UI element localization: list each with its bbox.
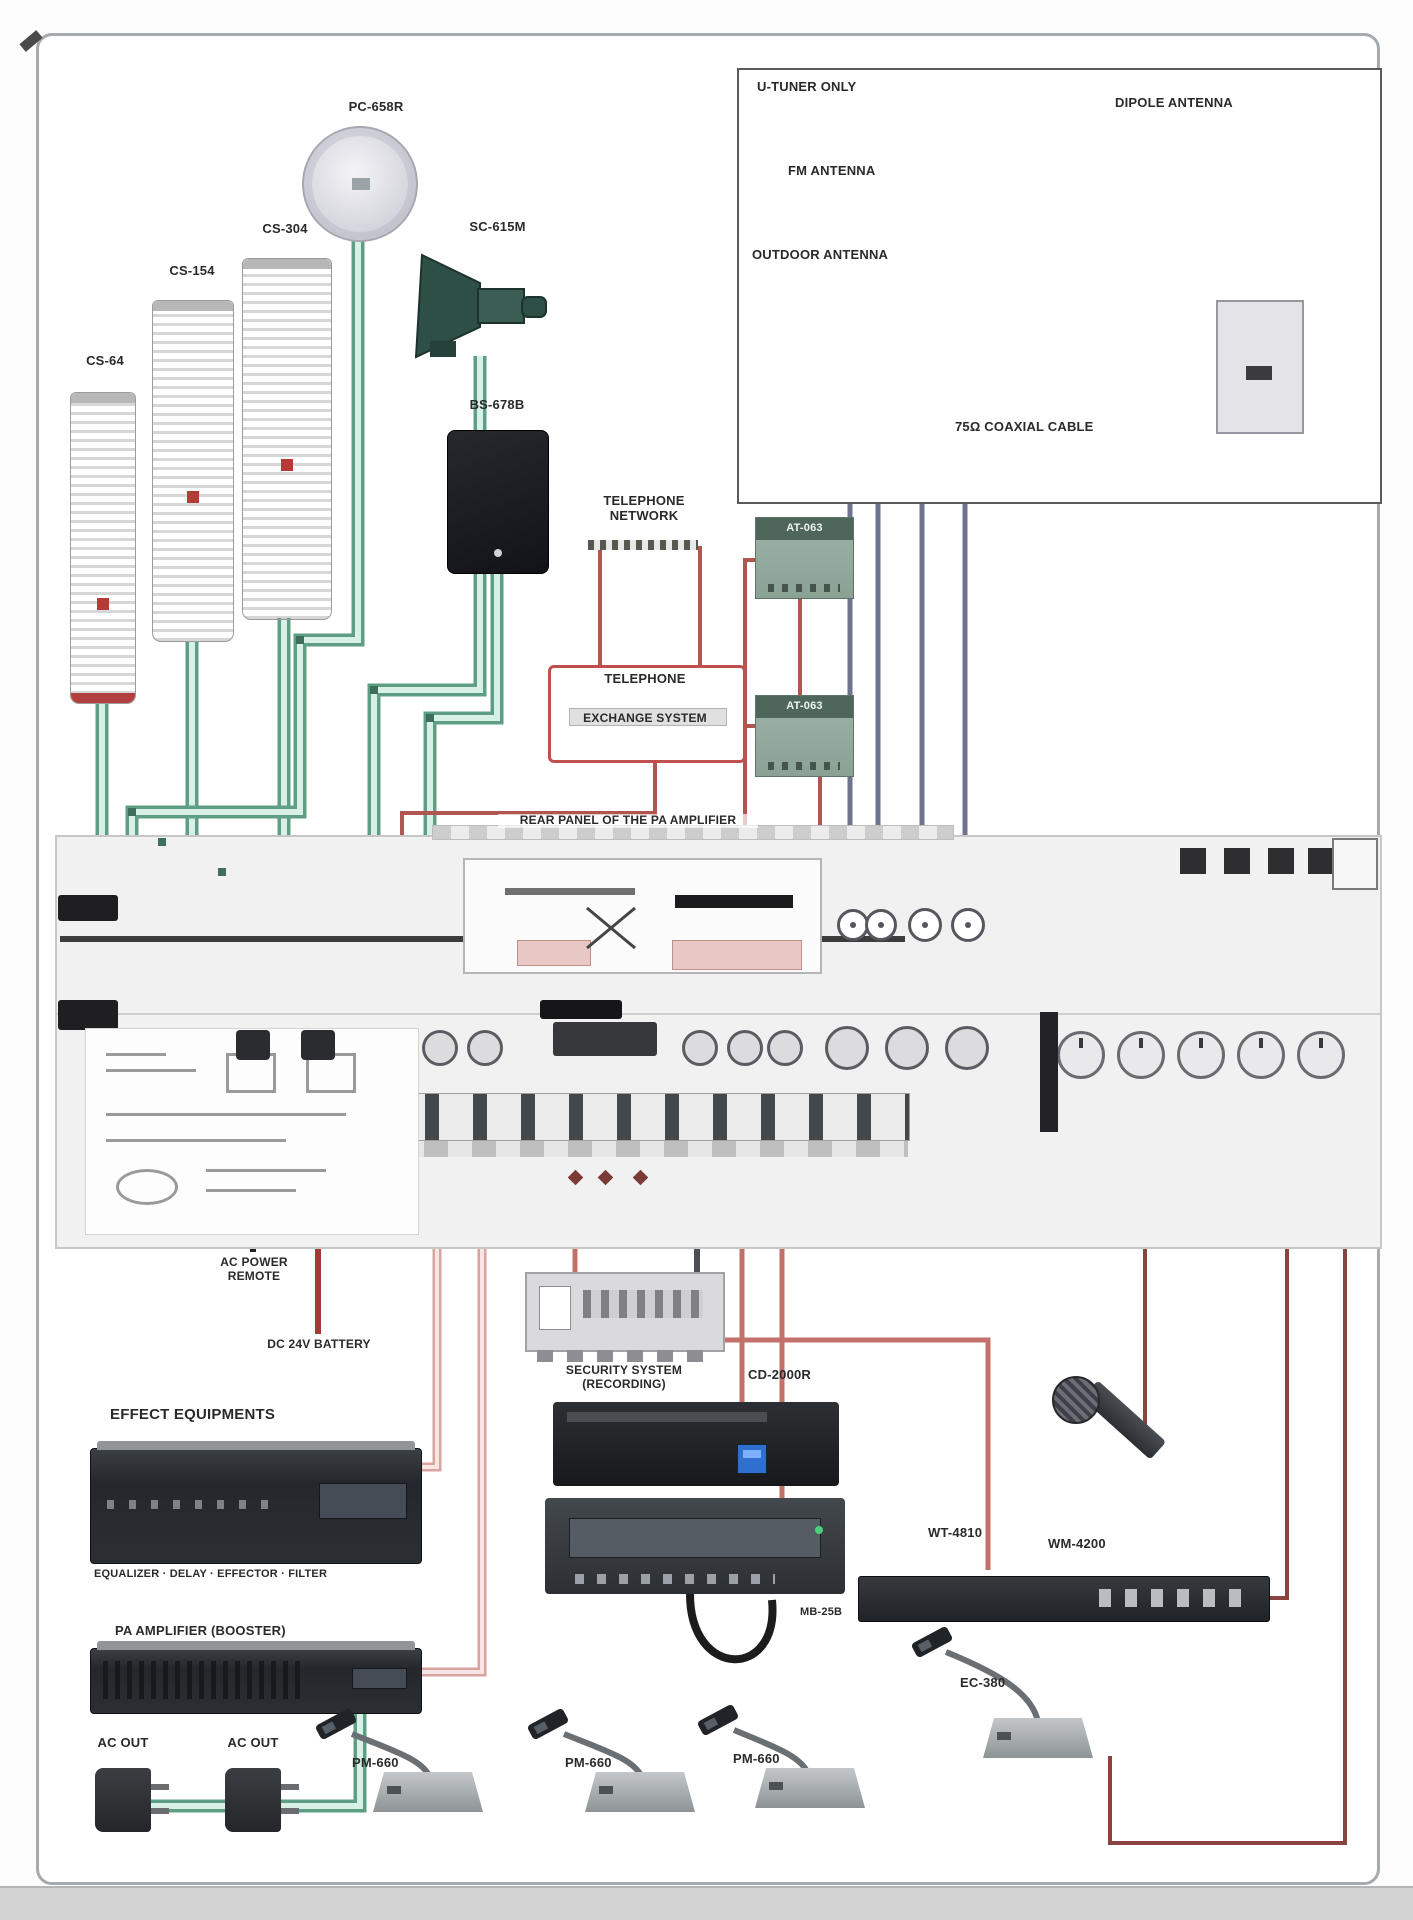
attenuator-1: AT-063 bbox=[755, 517, 854, 599]
speaker-post bbox=[945, 1026, 989, 1070]
line-jack bbox=[422, 1030, 458, 1066]
voltage-selector bbox=[1332, 838, 1378, 890]
speaker-post bbox=[885, 1026, 929, 1070]
wireless-mic-label: WM-4200 bbox=[1048, 1536, 1106, 1551]
paging-mic-3-label: PM-660 bbox=[733, 1751, 780, 1766]
gooseneck-mic-base bbox=[373, 1772, 483, 1812]
output-connector bbox=[1180, 848, 1206, 874]
coaxial-cable-label: 75Ω COAXIAL CABLE bbox=[955, 419, 1094, 434]
amp-panel-caption: REAR PANEL OF THE PA AMPLIFIER bbox=[498, 813, 758, 828]
gooseneck-mic-base bbox=[983, 1718, 1093, 1758]
cassette-deck bbox=[545, 1498, 845, 1594]
effect-rack bbox=[90, 1441, 422, 1564]
booster-amplifier bbox=[90, 1641, 422, 1714]
tuner-module bbox=[463, 858, 822, 974]
exchange-device bbox=[569, 708, 727, 726]
horn-speaker-label: SC-615M bbox=[469, 219, 526, 234]
cd-player-label: CD-2000R bbox=[748, 1367, 812, 1382]
column-speaker-2-label: CS-154 bbox=[169, 263, 215, 278]
column-speaker-3 bbox=[242, 258, 332, 620]
antenna-matching-box bbox=[1216, 300, 1304, 434]
ceiling-speaker-label: PC-658R bbox=[348, 99, 404, 114]
antenna-connector bbox=[865, 909, 897, 941]
dc-battery-label: DC 24V BATTERY bbox=[267, 1337, 371, 1351]
column-speaker-1-label: CS-64 bbox=[86, 353, 124, 368]
patch-cord-label: MB-25B bbox=[800, 1606, 843, 1618]
attenuator-2-label: AT-063 bbox=[786, 700, 823, 712]
column-speaker-1 bbox=[70, 392, 136, 704]
wiring-pictogram bbox=[85, 1028, 419, 1235]
telephone-network-label: TELEPHONE NETWORK bbox=[603, 493, 685, 523]
line-jack bbox=[682, 1030, 718, 1066]
page-bottom-strip bbox=[0, 1886, 1413, 1920]
box-speaker-label: BS-678B bbox=[469, 397, 525, 412]
line-jack bbox=[467, 1030, 503, 1066]
connector-strip bbox=[517, 940, 591, 966]
outdoor-antenna-label: OUTDOOR ANTENNA bbox=[752, 247, 889, 262]
ac-power-label: AC POWER REMOTE bbox=[220, 1255, 288, 1283]
ac-plug-2 bbox=[225, 1768, 299, 1832]
telephone-exchange-box bbox=[548, 665, 746, 763]
gooseneck-mic-base bbox=[755, 1768, 865, 1808]
exchange-title: TELEPHONE bbox=[604, 671, 686, 686]
wire-joint bbox=[128, 808, 136, 816]
output-connector bbox=[1268, 848, 1294, 874]
cd-player bbox=[553, 1402, 839, 1486]
power-socket bbox=[236, 1030, 270, 1060]
line-out-terminal bbox=[553, 1022, 657, 1056]
security-system-label: SECURITY SYSTEM (RECORDING) bbox=[565, 1363, 683, 1391]
tuner-antenna-box bbox=[737, 68, 1382, 504]
tuner-only-label: U-TUNER ONLY bbox=[757, 79, 857, 94]
telephone-terminals bbox=[588, 540, 698, 550]
paging-mic-1-label: PM-660 bbox=[352, 1755, 399, 1770]
line-jack bbox=[727, 1030, 763, 1066]
battery-socket bbox=[301, 1030, 335, 1060]
ac-out-label-1: AC OUT bbox=[97, 1735, 149, 1750]
ac-out-label-2: AC OUT bbox=[227, 1735, 279, 1750]
column-speaker-3-label: CS-304 bbox=[262, 221, 308, 236]
exchange-subtitle: EXCHANGE SYSTEM bbox=[583, 711, 707, 725]
ac-plug-1 bbox=[95, 1768, 169, 1832]
effect-equipments-label: EFFECT EQUIPMENTS bbox=[110, 1406, 276, 1423]
panel-display-bar bbox=[540, 1000, 622, 1019]
panel-bracket bbox=[1040, 1012, 1058, 1132]
dipole-antenna-label: DIPOLE ANTENNA bbox=[1115, 95, 1233, 110]
screw-terminal-block bbox=[58, 1000, 118, 1030]
attenuator-1-label: AT-063 bbox=[786, 522, 823, 534]
security-timer bbox=[525, 1272, 725, 1362]
antenna-connector bbox=[951, 908, 985, 942]
antenna-connector bbox=[908, 908, 942, 942]
level-knob bbox=[1237, 1031, 1285, 1079]
effect-list-label: EQUALIZER · DELAY · EFFECTOR · FILTER bbox=[94, 1568, 328, 1580]
level-knob bbox=[1117, 1031, 1165, 1079]
wire-joint bbox=[370, 686, 378, 694]
wire-joint bbox=[426, 714, 434, 722]
telephone-wires bbox=[400, 546, 822, 880]
screw-terminal-block bbox=[58, 895, 118, 921]
output-connector bbox=[1224, 848, 1250, 874]
wireless-tuner-rack bbox=[858, 1576, 1270, 1622]
level-knob bbox=[1177, 1031, 1225, 1079]
wire-joint bbox=[218, 868, 226, 876]
paging-mic-2-label: PM-660 bbox=[565, 1755, 612, 1770]
output-connector bbox=[1308, 848, 1334, 874]
fm-antenna-label: FM ANTENNA bbox=[788, 163, 876, 178]
level-knob bbox=[1057, 1031, 1105, 1079]
ceiling-speaker bbox=[302, 126, 418, 242]
attenuator-2: AT-063 bbox=[755, 695, 854, 777]
wire-joint bbox=[158, 838, 166, 846]
box-speaker bbox=[447, 430, 549, 574]
horn-speaker bbox=[414, 253, 547, 359]
column-speaker-2 bbox=[152, 300, 234, 642]
gooseneck-mic-base bbox=[585, 1772, 695, 1812]
line-jack bbox=[767, 1030, 803, 1066]
wire-joint bbox=[296, 636, 304, 644]
wireless-tuner-label: WT-4810 bbox=[928, 1525, 983, 1540]
connector-strip bbox=[672, 940, 802, 970]
wireless-microphone bbox=[1052, 1368, 1172, 1488]
speaker-post bbox=[825, 1026, 869, 1070]
level-knob bbox=[1297, 1031, 1345, 1079]
booster-label: PA AMPLIFIER (BOOSTER) bbox=[115, 1623, 286, 1638]
gooseneck-mic-right-label: EC-380 bbox=[960, 1675, 1006, 1690]
